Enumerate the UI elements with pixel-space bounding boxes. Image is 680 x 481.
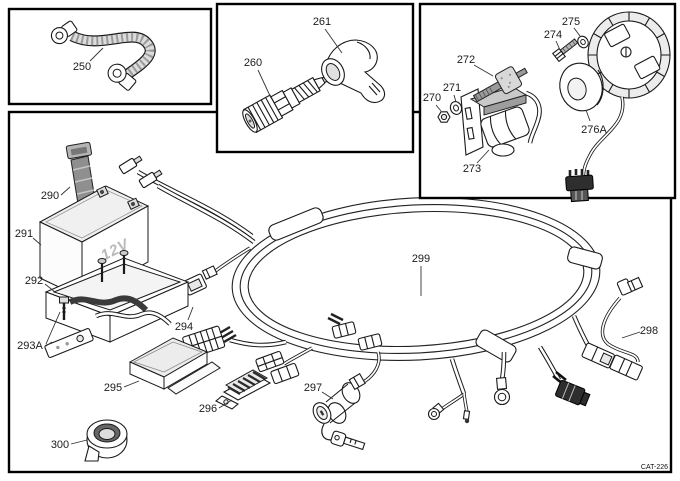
callout-260-text: 260 xyxy=(244,57,262,69)
callout-297: 297 xyxy=(304,382,334,400)
battery-terminal-icon xyxy=(96,185,109,198)
part-washer-275 xyxy=(577,35,589,49)
part-jumper-cable xyxy=(600,276,644,363)
part-connector-pair xyxy=(255,346,313,385)
bullet-terminal-icon xyxy=(464,418,470,424)
callout-272-text: 272 xyxy=(457,54,475,66)
callout-274: 274 xyxy=(544,29,562,51)
part-ground-strap xyxy=(50,20,156,91)
callout-296-text: 296 xyxy=(199,403,217,415)
callout-274-text: 274 xyxy=(544,29,562,41)
callout-290-text: 290 xyxy=(41,190,59,202)
part-mounting-bar xyxy=(44,328,94,358)
callout-295: 295 xyxy=(104,380,140,394)
part-plug-cap xyxy=(321,39,386,104)
callout-293A: 293A xyxy=(17,311,61,352)
callout-270-text: 270 xyxy=(423,92,441,104)
part-pickup-ring xyxy=(559,62,604,112)
callout-290: 290 xyxy=(41,186,71,202)
callout-276A-text: 276A xyxy=(581,124,607,136)
part-regulator xyxy=(215,369,272,410)
callout-273-text: 273 xyxy=(463,163,481,175)
part-harness-battery-leads xyxy=(118,155,256,244)
callout-250: 250 xyxy=(73,47,104,73)
part-battery-tray xyxy=(44,250,190,343)
callout-294: 294 xyxy=(175,306,194,333)
part-tape-roll xyxy=(84,419,128,462)
callout-276A: 276A xyxy=(581,109,608,136)
part-bolt-274 xyxy=(551,38,579,63)
blade-connector-icon xyxy=(118,155,143,175)
callout-300: 300 xyxy=(51,439,88,451)
callout-272: 272 xyxy=(457,54,494,77)
callout-273: 273 xyxy=(463,149,490,175)
part-ignition-coil xyxy=(460,86,542,157)
part-ignition-switch xyxy=(312,312,383,451)
callout-261-text: 261 xyxy=(313,16,331,28)
part-rubber-mount-stud xyxy=(472,66,528,103)
callout-298: 298 xyxy=(621,325,658,339)
part-spark-plug xyxy=(242,73,333,134)
callout-298-text: 298 xyxy=(640,325,658,337)
callout-275: 275 xyxy=(562,16,581,37)
callout-295-text: 295 xyxy=(104,382,122,394)
callout-261: 261 xyxy=(313,16,343,54)
part-ground-wires xyxy=(427,351,511,424)
part-nut xyxy=(437,111,451,123)
callout-299: 299 xyxy=(412,253,430,296)
part-wiring-harness xyxy=(231,196,601,362)
figure-code: CAT-226 xyxy=(641,464,668,471)
callout-299-text: 299 xyxy=(412,253,430,265)
regulator-fins xyxy=(227,371,266,395)
blade-connector-icon xyxy=(138,169,163,189)
part-inline-connectors xyxy=(571,315,643,381)
part-washer-271 xyxy=(449,101,463,115)
callout-291-text: 291 xyxy=(15,228,33,240)
ground-strap-panel-border xyxy=(7,7,213,106)
callout-270: 270 xyxy=(423,92,442,112)
callout-300-text: 300 xyxy=(51,439,69,451)
callout-292-text: 292 xyxy=(25,275,43,287)
part-dark-connector xyxy=(538,345,591,407)
callout-294-text: 294 xyxy=(175,321,193,333)
ring-terminal-icon xyxy=(107,63,137,91)
battery-terminal-icon xyxy=(127,197,140,210)
rubber-strap-dark xyxy=(68,295,149,313)
key-ring-wire xyxy=(321,423,332,441)
right-angle-connector-icon xyxy=(616,276,644,296)
ring-terminal-icon xyxy=(50,20,78,45)
callout-291: 291 xyxy=(15,228,42,246)
callout-271-text: 271 xyxy=(443,82,461,94)
callout-293A-text: 293A xyxy=(17,340,43,352)
callout-271: 271 xyxy=(443,82,461,103)
key-icon xyxy=(330,430,366,451)
tray-bolt-icon xyxy=(59,296,69,320)
part-control-module xyxy=(128,337,221,395)
callout-296: 296 xyxy=(199,399,233,415)
part-battery-strap xyxy=(65,141,96,205)
callout-275-text: 275 xyxy=(562,16,580,28)
flywheel-connector-icon xyxy=(565,169,594,203)
callout-260: 260 xyxy=(244,57,272,99)
callout-292: 292 xyxy=(25,275,56,293)
part-flywheel xyxy=(565,11,671,203)
callout-297-text: 297 xyxy=(304,382,322,394)
callout-250-text: 250 xyxy=(73,61,91,73)
